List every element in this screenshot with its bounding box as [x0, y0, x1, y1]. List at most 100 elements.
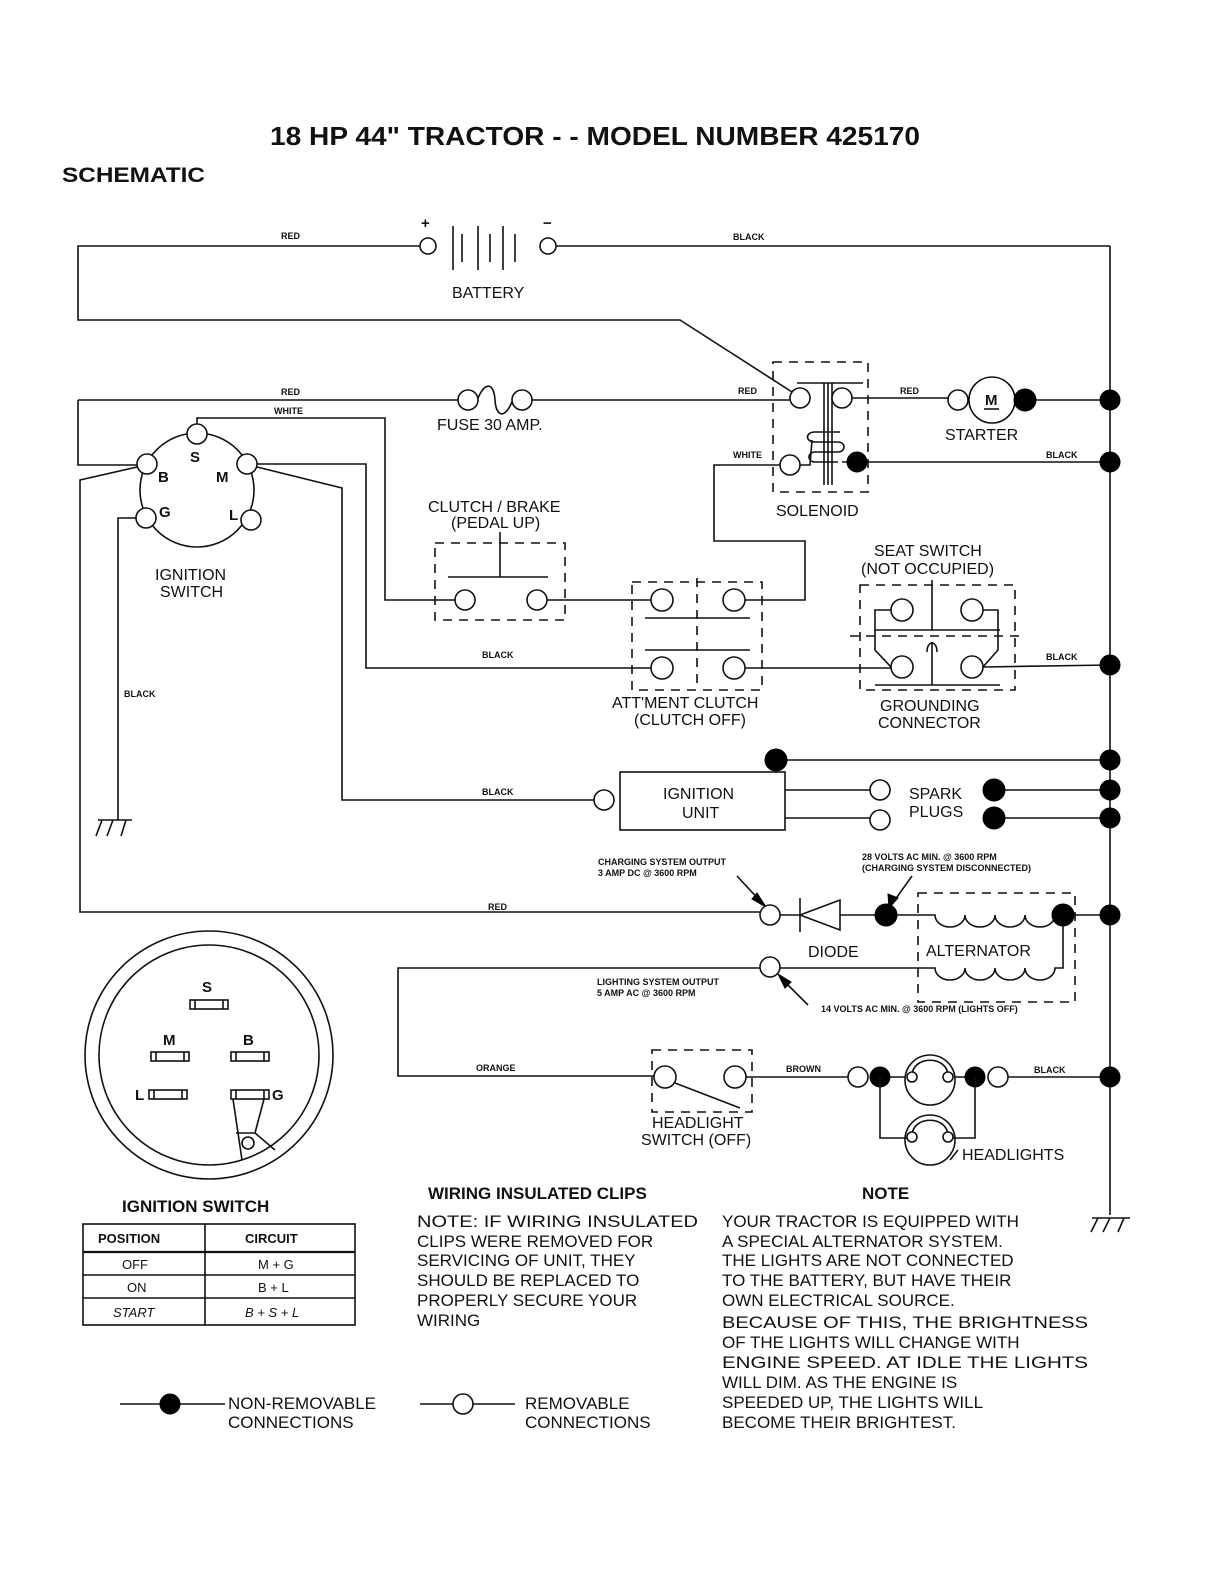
- battery-minus-sign: −: [543, 215, 552, 232]
- ignition-switch-diagram: S M B L G IGNITION SWITCH: [84, 930, 334, 1216]
- ignition-unit-label-line2: UNIT: [682, 805, 720, 822]
- diagram-terminal-label-b: B: [243, 1032, 254, 1049]
- table-header-circuit: CIRCUIT: [245, 1231, 298, 1246]
- charging-system: CHARGING SYSTEM OUTPUT 3 AMP DC @ 3600 R…: [598, 852, 1031, 961]
- table-row: ON B + L: [127, 1280, 289, 1295]
- clutch-brake-label-line1: CLUTCH / BRAKE: [428, 499, 560, 516]
- terminal-label-g: G: [159, 504, 171, 521]
- ignition-terminal-l: [240, 509, 262, 531]
- note-line: OF THE LIGHTS WILL CHANGE WITH: [722, 1333, 1020, 1352]
- legend-removable-line2: CONNECTIONS: [525, 1413, 651, 1432]
- ignition-switch-diagram-title: IGNITION SWITCH: [122, 1197, 269, 1216]
- starter-motor-symbol: M: [985, 392, 998, 409]
- solenoid-label: SOLENOID: [776, 503, 859, 520]
- ignition-switch: S B M G L IGNITION SWITCH: [135, 423, 262, 601]
- wiring-clips-heading: WIRING INSULATED CLIPS: [428, 1184, 647, 1203]
- solenoid-terminal-starter: [831, 387, 853, 409]
- solenoid-terminal-white: [779, 454, 801, 476]
- page-title: 18 HP 44" TRACTOR - - MODEL NUMBER 42517…: [270, 121, 920, 151]
- battery-label: BATTERY: [452, 285, 525, 302]
- wire-label-headlights: BLACK: [1034, 1065, 1066, 1075]
- wire-label-ignition-unit: BLACK: [482, 787, 514, 797]
- solenoid: SOLENOID WHITE: [733, 361, 869, 520]
- legend-non-removable: NON-REMOVABLE CONNECTIONS: [120, 1393, 376, 1432]
- charging-output-line1: CHARGING SYSTEM OUTPUT: [598, 857, 727, 867]
- clutch-brake-switch: CLUTCH / BRAKE (PEDAL UP): [428, 499, 651, 621]
- non-removable-connection-icon: [159, 1393, 181, 1415]
- ignition-terminal-m: [236, 453, 258, 475]
- wire-label-switch-g: BLACK: [124, 689, 156, 699]
- spark-plugs-label-line2: PLUGS: [909, 804, 963, 821]
- fuse-circuit: RED RED FUSE 30 AMP.: [77, 385, 790, 466]
- spark-plugs-label-line1: SPARK: [909, 786, 962, 803]
- lamp-icon: [904, 1114, 956, 1166]
- alternator-label: ALTERNATOR: [926, 943, 1031, 960]
- diagram-terminal-label-s: S: [202, 979, 212, 996]
- wire-label-switch-s: WHITE: [274, 406, 303, 416]
- section-heading: SCHEMATIC: [62, 164, 205, 187]
- note-line: BECAUSE OF THIS, THE BRIGHTNESS: [722, 1313, 1088, 1332]
- fuse-icon: [457, 385, 533, 415]
- spark-plugs: SPARK PLUGS: [785, 778, 1121, 831]
- table-cell-circuit: M + G: [258, 1257, 294, 1272]
- wire-label-starter: RED: [900, 386, 920, 396]
- battery-icon: [419, 226, 557, 270]
- table-cell-position: OFF: [122, 1257, 148, 1272]
- lighting-output-line2: 5 AMP AC @ 3600 RPM: [597, 988, 695, 998]
- diagram-terminal-label-l: L: [135, 1087, 144, 1104]
- table-cell-position: START: [113, 1305, 155, 1320]
- wire-label-fuse-in: RED: [281, 387, 301, 397]
- removable-connection-icon: [452, 1393, 474, 1415]
- lighting-volts: 14 VOLTS AC MIN. @ 3600 RPM (LIGHTS OFF): [821, 1004, 1018, 1014]
- headlight-switch-label-line2: SWITCH (OFF): [641, 1132, 751, 1149]
- ground-icon: [95, 819, 132, 837]
- note-line: THE LIGHTS ARE NOT CONNECTED: [722, 1251, 1014, 1270]
- legend-non-removable-line1: NON-REMOVABLE: [228, 1394, 376, 1413]
- solenoid-terminal-battery: [789, 387, 811, 409]
- wire-label-headlight-switch: BROWN: [786, 1064, 821, 1074]
- wiring-clips-line: NOTE: IF WIRING INSULATED: [417, 1212, 698, 1231]
- ignition-terminal-b: [136, 453, 158, 475]
- wire-label-fuse-out: RED: [738, 386, 758, 396]
- headlights-label: HEADLIGHTS: [962, 1147, 1064, 1164]
- position-table: POSITION CIRCUIT OFF M + G ON B + L STAR…: [82, 1223, 356, 1326]
- lighting-output-line1: LIGHTING SYSTEM OUTPUT: [597, 977, 720, 987]
- table-cell-circuit: B + L: [258, 1280, 289, 1295]
- seat-switch-label-line2: (NOT OCCUPIED): [861, 561, 994, 578]
- wiring-clips-note: WIRING INSULATED CLIPS NOTE: IF WIRING I…: [417, 1184, 698, 1330]
- wire-label-solenoid-ground: BLACK: [1046, 450, 1078, 460]
- ignition-switch-label-line2: SWITCH: [160, 584, 223, 601]
- charging-volts-line2: (CHARGING SYSTEM DISCONNECTED): [862, 863, 1031, 873]
- diode-label: DIODE: [808, 944, 859, 961]
- wire-label-attachment-clutch: BLACK: [482, 650, 514, 660]
- note-line: YOUR TRACTOR IS EQUIPPED WITH: [722, 1212, 1019, 1231]
- wiring-clips-line: CLIPS WERE REMOVED FOR: [417, 1232, 653, 1251]
- note-line: TO THE BATTERY, BUT HAVE THEIR: [722, 1271, 1011, 1290]
- ignition-unit-label-line1: IGNITION: [663, 786, 734, 803]
- diagram-terminal-label-g: G: [272, 1087, 284, 1104]
- terminal-label-s: S: [190, 449, 200, 466]
- note-heading: NOTE: [862, 1184, 909, 1203]
- headlights: BLACK HEADLIGHTS: [847, 1054, 1121, 1166]
- wire-label-lighting: ORANGE: [476, 1063, 516, 1073]
- grounding-connector-label-line2: CONNECTOR: [878, 715, 981, 732]
- legend-non-removable-line2: CONNECTIONS: [228, 1413, 354, 1432]
- wire-label-solenoid-white: WHITE: [733, 450, 762, 460]
- attachment-clutch-label-line2: (CLUTCH OFF): [634, 712, 746, 729]
- seat-switch-label-line1: SEAT SWITCH: [874, 543, 982, 560]
- wire-label-seat-switch: BLACK: [1046, 652, 1078, 662]
- table-cell-position: ON: [127, 1280, 147, 1295]
- table-row: START B + S + L: [113, 1305, 299, 1320]
- wire-label-charging: RED: [488, 902, 508, 912]
- solenoid-ground-wire: BLACK: [867, 450, 1121, 473]
- ignition-terminal-s: [186, 423, 208, 445]
- terminal-label-b: B: [158, 469, 169, 486]
- note-line: ENGINE SPEED. AT IDLE THE LIGHTS: [722, 1353, 1088, 1372]
- ignition-switch-label-line1: IGNITION: [155, 567, 226, 584]
- note-line: WILL DIM. AS THE ENGINE IS: [722, 1373, 957, 1392]
- alternator: ALTERNATOR: [780, 892, 1121, 1003]
- alternator-note: NOTE YOUR TRACTOR IS EQUIPPED WITH A SPE…: [722, 1184, 1088, 1432]
- seat-switch: SEAT SWITCH (NOT OCCUPIED) BLACK GROUNDI…: [850, 543, 1121, 732]
- wiring-clips-line: WIRING: [417, 1311, 480, 1330]
